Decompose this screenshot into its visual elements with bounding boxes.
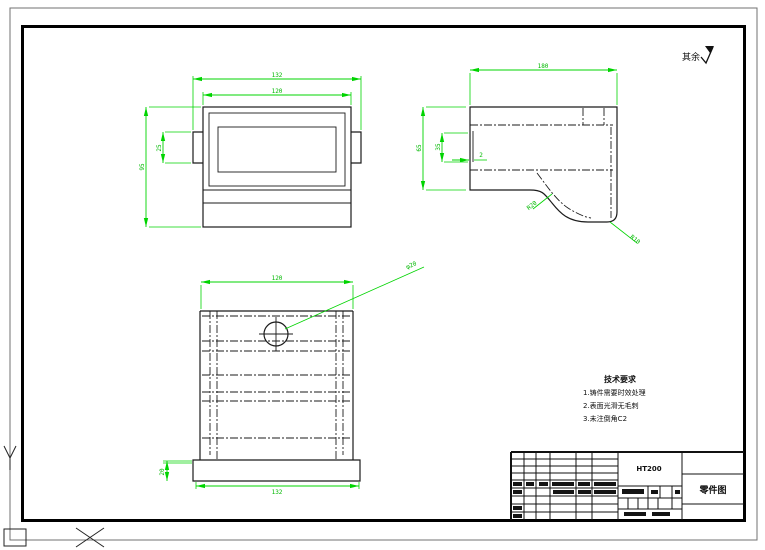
dim-side-height: 65 — [416, 144, 423, 152]
dim-front-tab: 25 — [156, 144, 163, 152]
tech-req-title: 技术要求 — [604, 374, 637, 384]
tech-req-line2: 2.表面光滑无毛刺 — [583, 401, 639, 410]
dim-bottom-body-width: 120 — [272, 275, 283, 282]
bottom-view: φ20 120 132 20 — [159, 260, 425, 496]
tech-requirements: 技术要求 1.铸件需要时效处理 2.表面光滑无毛刺 3.未注倒角C2 — [583, 374, 646, 423]
x-fold-mark — [75, 527, 105, 548]
roughness-flag-icon — [705, 46, 714, 53]
dim-bottom-base-width: 132 — [272, 489, 283, 496]
title-block: HT200 零件图 — [510, 451, 744, 520]
roughness-check-icon — [700, 46, 714, 65]
radius-label-1: R20 — [526, 199, 539, 211]
tech-req-line1: 1.铸件需要时效处理 — [583, 388, 646, 397]
drawing-title-label: 零件图 — [698, 484, 726, 496]
surface-finish-note: 其余 — [682, 46, 714, 65]
dim-bottom-base-height: 20 — [159, 468, 166, 476]
inner-border — [21, 25, 746, 522]
corner-note-label: 其余 — [682, 51, 700, 63]
dim-front-body-width: 120 — [272, 88, 283, 95]
sheet-marks — [3, 445, 105, 548]
material-label: HT200 — [636, 465, 661, 473]
dim-side-notch: 35 — [435, 143, 442, 151]
dim-side-width: 180 — [538, 63, 549, 70]
corner-square-mark — [3, 528, 27, 547]
titleblock-text-blobs — [513, 482, 680, 518]
dim-front-overall-width: 132 — [272, 72, 283, 79]
dim-front-height: 95 — [139, 163, 146, 171]
radius-label-2: R10 — [628, 234, 641, 246]
y-fold-mark — [3, 445, 17, 470]
front-view: 132 120 95 25 — [139, 72, 362, 228]
tech-req-line3: 3.未注倒角C2 — [583, 414, 627, 423]
hole-label: φ20 — [405, 260, 418, 271]
dim-side-plate: 2 — [479, 152, 483, 159]
side-view: 180 65 35 2 R20 R10 — [416, 63, 642, 246]
outer-border — [9, 7, 758, 541]
